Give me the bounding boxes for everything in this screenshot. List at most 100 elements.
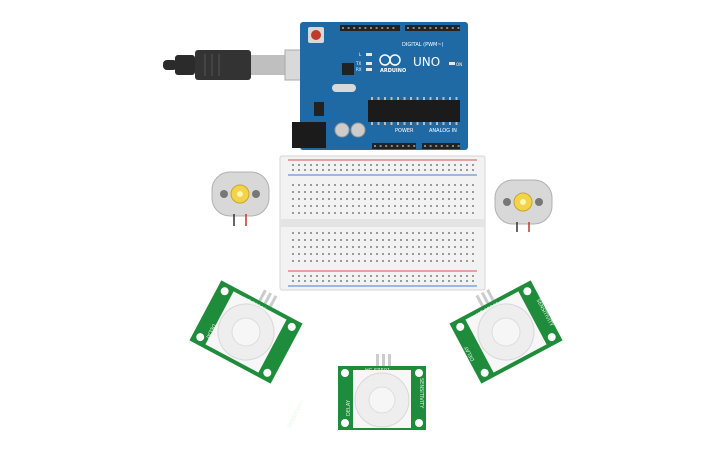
header-pin — [435, 27, 437, 29]
reset-button — [311, 30, 321, 40]
breadboard-hole — [454, 246, 456, 248]
breadboard-hole — [322, 246, 324, 248]
breadboard-hole — [334, 246, 336, 248]
breadboard-hole — [442, 275, 444, 277]
breadboard-hole — [394, 280, 396, 282]
breadboard-hole — [472, 239, 474, 241]
breadboard-hole — [328, 280, 330, 282]
pir-sensor-right: HC-SR501 DELAY SENSITIVITY — [449, 280, 563, 384]
breadboard-hole — [430, 164, 432, 166]
breadboard-hole — [472, 232, 474, 234]
breadboard-hole — [388, 232, 390, 234]
breadboard-hole — [322, 260, 324, 262]
breadboard-hole — [382, 184, 384, 186]
header-pin — [375, 27, 378, 29]
chip-leg — [384, 122, 386, 125]
breadboard-hole — [460, 169, 462, 171]
breadboard-hole — [304, 239, 306, 241]
breadboard-hole — [298, 239, 300, 241]
breadboard-hole — [322, 275, 324, 277]
breadboard-hole — [316, 169, 318, 171]
breadboard-hole — [400, 232, 402, 234]
breadboard-hole — [358, 164, 360, 166]
breadboard-hole — [328, 246, 330, 248]
chip-leg — [403, 122, 406, 125]
breadboard-hole — [304, 212, 306, 214]
regulator — [314, 102, 324, 116]
chip-leg — [455, 122, 458, 125]
arduino-uno-board: DIGITAL (PWM~) ARDUINO UNO L TX RX ON — [292, 22, 468, 150]
breadboard-hole — [304, 198, 306, 200]
breadboard-hole — [340, 260, 342, 262]
breadboard-hole — [382, 232, 384, 234]
breadboard-hole — [400, 275, 402, 277]
breadboard-hole — [358, 212, 360, 214]
breadboard-hole — [454, 169, 456, 171]
breadboard-hole — [412, 191, 414, 193]
breadboard-hole — [466, 239, 468, 241]
breadboard-hole — [310, 246, 312, 248]
breadboard-hole — [304, 232, 306, 234]
breadboard-hole — [292, 164, 294, 166]
breadboard-hole — [472, 253, 474, 255]
breadboard-hole — [346, 275, 348, 277]
breadboard-hole — [358, 260, 360, 262]
breadboard-hole — [292, 239, 294, 241]
breadboard-hole — [436, 198, 438, 200]
breadboard-hole — [400, 169, 402, 171]
breadboard-hole — [412, 232, 414, 234]
chip-leg — [455, 97, 458, 100]
breadboard-hole — [442, 198, 444, 200]
header-pin — [429, 27, 432, 29]
breadboard-hole — [364, 232, 366, 234]
breadboard — [279, 155, 486, 291]
breadboard-hole — [442, 253, 444, 255]
breadboard-hole — [376, 253, 378, 255]
header-pin — [440, 27, 443, 29]
breadboard-hole — [436, 239, 438, 241]
breadboard-hole — [310, 198, 312, 200]
breadboard-hole — [454, 275, 456, 277]
breadboard-hole — [454, 198, 456, 200]
chip-leg — [371, 97, 373, 100]
breadboard-hole — [370, 198, 372, 200]
breadboard-hole — [322, 205, 324, 207]
breadboard-hole — [406, 239, 408, 241]
breadboard-hole — [346, 246, 348, 248]
pir-model-label: HC-SR501 — [365, 368, 390, 374]
breadboard-hole — [316, 246, 318, 248]
header-pin — [396, 145, 399, 147]
breadboard-hole — [472, 184, 474, 186]
breadboard-hole — [436, 246, 438, 248]
breadboard-hole — [346, 260, 348, 262]
breadboard-hole — [466, 205, 468, 207]
breadboard-hole — [388, 164, 390, 166]
breadboard-hole — [436, 169, 438, 171]
breadboard-hole — [364, 205, 366, 207]
pir-sensitivity-label: SENSITIVITY — [287, 399, 307, 429]
breadboard-channel — [280, 219, 485, 227]
breadboard-hole — [418, 198, 420, 200]
breadboard-hole — [412, 205, 414, 207]
breadboard-hole — [304, 169, 306, 171]
breadboard-hole — [442, 239, 444, 241]
breadboard-hole — [448, 212, 450, 214]
breadboard-hole — [304, 246, 306, 248]
breadboard-hole — [352, 275, 354, 277]
breadboard-hole — [328, 275, 330, 277]
breadboard-hole — [370, 280, 372, 282]
chip-leg — [436, 97, 438, 100]
chip-leg — [397, 122, 399, 125]
breadboard-hole — [406, 198, 408, 200]
breadboard-hole — [388, 260, 390, 262]
header-pin — [402, 145, 404, 147]
breadboard-hole — [406, 212, 408, 214]
breadboard-hole — [412, 184, 414, 186]
breadboard-hole — [466, 280, 468, 282]
header-pin — [353, 27, 356, 29]
breadboard-hole — [472, 260, 474, 262]
breadboard-hole — [334, 253, 336, 255]
breadboard-hole — [352, 232, 354, 234]
breadboard-hole — [316, 280, 318, 282]
breadboard-hole — [436, 275, 438, 277]
